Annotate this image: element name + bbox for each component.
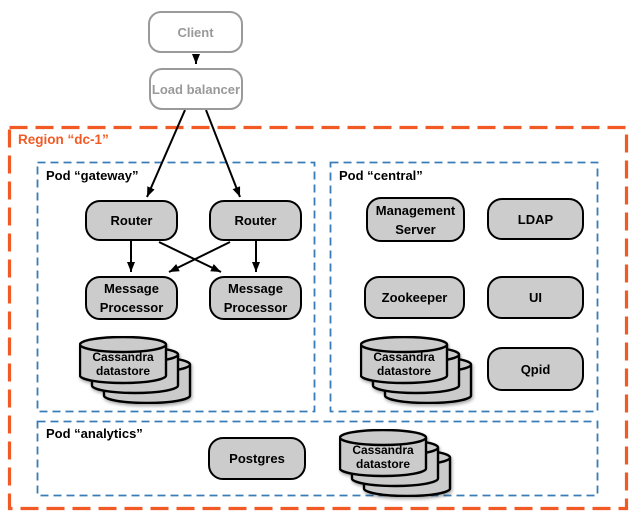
node-cassandra-datastore-analytics: Cassandra datastore	[339, 429, 453, 497]
node-cassandra-datastore-gateway: Cassandra datastore	[79, 336, 193, 404]
node-message-processor-2-label: Message Processor	[223, 281, 288, 315]
node-management-server: Management Server	[366, 197, 465, 242]
node-postgres-label: Postgres	[229, 451, 285, 466]
pod-central-label: Pod “central”	[339, 168, 423, 183]
region-dc1-label: Region “dc-1”	[18, 132, 109, 147]
node-load-balancer: Load balancer	[149, 68, 243, 110]
node-management-server-label: Management Server	[375, 202, 456, 237]
pod-gateway-border	[36, 161, 316, 413]
pod-analytics-border	[36, 420, 599, 497]
node-cassandra-datastore-analytics-label: Cassandra datastore	[352, 443, 414, 471]
edge-router-1-to-message-processor-2	[158, 241, 222, 273]
node-zookeeper: Zookeeper	[364, 276, 465, 319]
node-qpid: Qpid	[487, 347, 584, 391]
node-ui: UI	[487, 276, 584, 319]
node-qpid-label: Qpid	[520, 361, 551, 377]
database-cylinders-icon	[79, 336, 192, 404]
edge-load-balancer-to-router-2	[205, 109, 241, 198]
node-ldap-label: LDAP	[517, 211, 554, 227]
node-router-1-label: Router	[110, 213, 153, 228]
node-cassandra-datastore-central: Cassandra datastore	[360, 336, 474, 404]
node-message-processor-1-label: Message Processor	[99, 281, 164, 315]
node-router-2: Router	[209, 200, 302, 241]
node-message-processor-2: Message Processor	[209, 276, 302, 320]
database-cylinders-icon	[339, 429, 452, 497]
database-cylinders-icon	[360, 336, 473, 404]
pod-central-border	[329, 161, 599, 413]
node-router-1: Router	[85, 200, 178, 241]
node-ldap: LDAP	[487, 198, 584, 240]
node-client-label: Client	[177, 24, 214, 40]
node-router-2-label: Router	[234, 213, 277, 228]
node-client: Client	[148, 11, 243, 53]
node-ui-label: UI	[529, 290, 542, 305]
edge-router-2-to-message-processor-1	[168, 241, 231, 273]
node-cassandra-datastore-central-label: Cassandra datastore	[373, 350, 435, 378]
node-zookeeper-label: Zookeeper	[381, 290, 448, 305]
node-cassandra-datastore-gateway-label: Cassandra datastore	[92, 350, 154, 378]
edge-load-balancer-to-router-1	[146, 109, 186, 198]
node-postgres: Postgres	[208, 437, 306, 480]
pod-gateway-label: Pod “gateway”	[46, 168, 139, 183]
node-load-balancer-label: Load balancer	[151, 81, 241, 97]
pod-analytics-label: Pod “analytics”	[46, 426, 143, 441]
node-message-processor-1: Message Processor	[85, 276, 178, 320]
region-dc1-border	[7, 125, 629, 511]
